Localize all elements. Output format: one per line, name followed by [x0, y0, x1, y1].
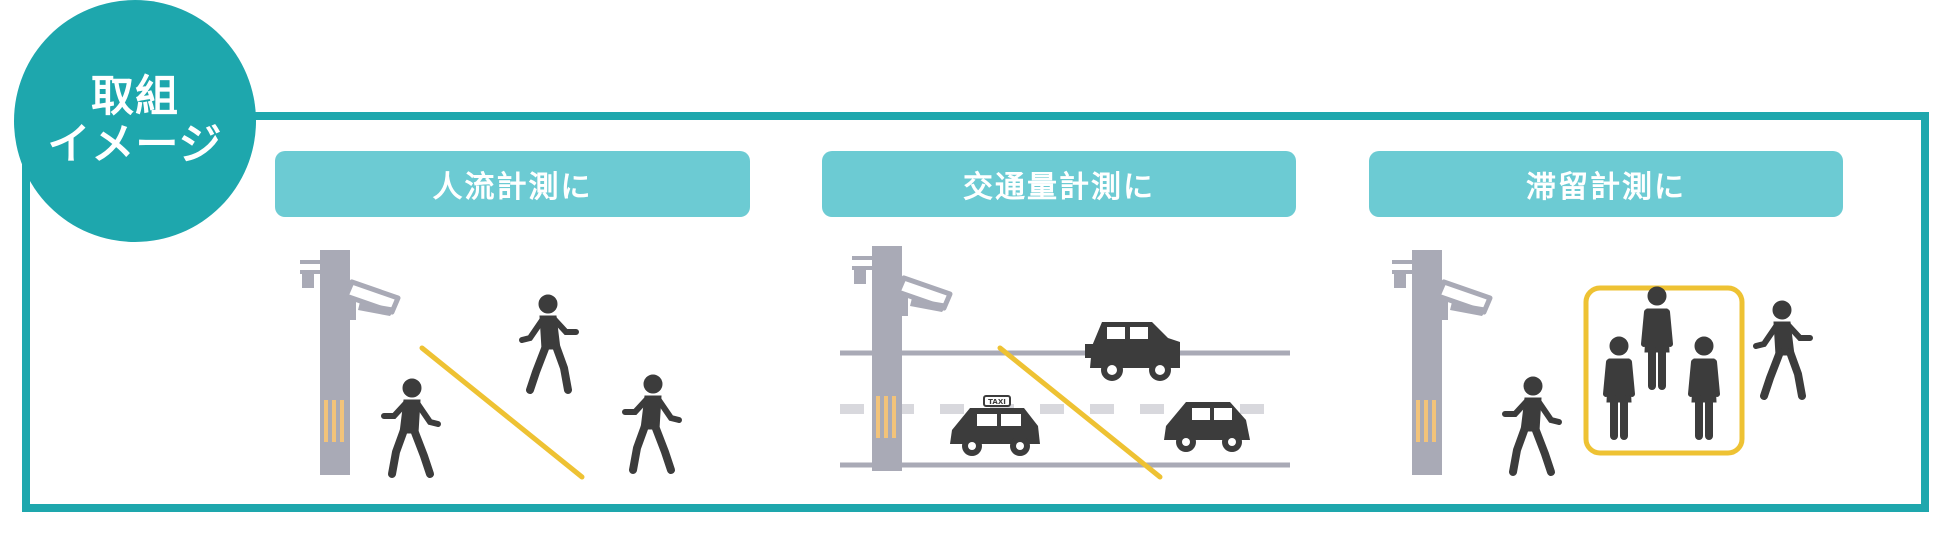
pedestrian-icon — [1691, 337, 1717, 436]
security-camera-icon — [898, 278, 950, 316]
suv-icon — [1085, 322, 1180, 381]
security-camera-icon — [346, 282, 398, 320]
pedestrian-icon — [1505, 377, 1559, 472]
detection-area-icon — [1583, 285, 1745, 456]
label-traffic-volume: 交通量計測に — [822, 151, 1296, 217]
pedestrian-icon — [522, 295, 576, 390]
dwell-measurement-illustration — [1392, 250, 1832, 485]
car-icon — [1164, 402, 1250, 452]
detection-line-icon — [419, 345, 585, 480]
people-flow-illustration — [300, 250, 720, 480]
pedestrian-icon — [1644, 287, 1670, 386]
taxi-sign: TAXI — [988, 398, 1006, 406]
pedestrian-icon — [384, 379, 438, 474]
badge-line-1: 取組 — [91, 71, 179, 122]
pedestrian-icon — [1756, 301, 1810, 396]
pedestrian-icon — [625, 375, 679, 470]
label-people-flow: 人流計測に — [275, 151, 750, 217]
pedestrian-icon — [1606, 337, 1632, 436]
image-frame — [22, 112, 1929, 512]
detection-line-icon — [997, 345, 1163, 480]
taxi-icon: TAXI — [950, 395, 1040, 456]
utility-pole-icon — [300, 250, 350, 475]
traffic-volume-illustration: TAXI — [840, 246, 1290, 480]
utility-pole-icon — [1392, 250, 1442, 475]
utility-pole-icon — [852, 246, 902, 471]
initiative-image-badge: 取組 イメージ — [14, 0, 256, 242]
badge-line-2: イメージ — [47, 120, 223, 170]
security-camera-icon — [1438, 282, 1490, 320]
label-dwell-measurement: 滞留計測に — [1369, 151, 1843, 217]
